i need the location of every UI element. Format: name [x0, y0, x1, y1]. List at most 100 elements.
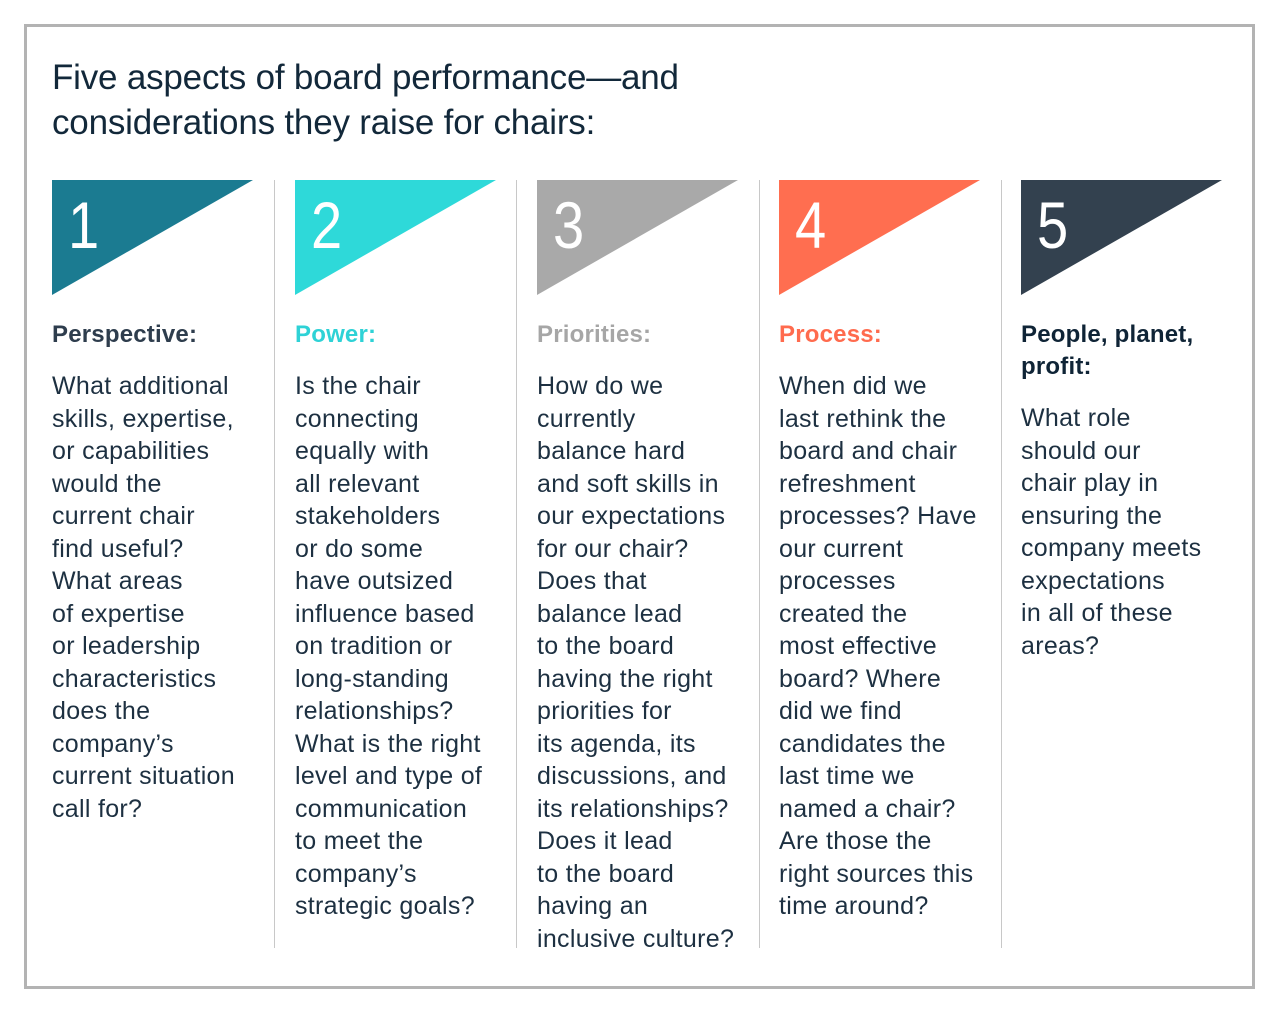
text-line: does the — [52, 697, 151, 725]
text-line: current chair — [52, 502, 195, 530]
aspect-column-process: 4 Process: When did we last rethink the … — [779, 180, 989, 923]
text-line: or leadership — [52, 632, 201, 660]
text-line: would the — [52, 469, 162, 498]
triangle-shape-icon — [1021, 180, 1222, 295]
text-line: to the board — [537, 632, 675, 660]
text-line: our current — [779, 534, 904, 563]
triangle-shape-icon — [779, 180, 980, 295]
text-line: connecting — [295, 404, 419, 433]
text-line: did we find — [779, 697, 902, 725]
aspect-heading: Priorities: — [537, 321, 652, 348]
text-line: Does that — [537, 567, 647, 595]
aspect-column-people-planet-profit: 5 People, planet, profit: What role shou… — [1021, 180, 1246, 662]
aspect-column-perspective: 1 Perspective: What additional skills, e… — [52, 180, 262, 825]
text-line: refreshment — [779, 469, 916, 498]
heading-line: profit: — [1021, 353, 1092, 380]
number-triangle-badge: 2 — [295, 180, 496, 295]
text-line: When did we — [779, 372, 927, 400]
text-line: board and chair — [779, 437, 958, 465]
text-line: candidates the — [779, 729, 946, 758]
text-line: and soft skills in — [537, 469, 719, 498]
triangle-shape-icon — [295, 180, 496, 295]
text-line: our expectations — [537, 502, 726, 530]
text-line: current situation — [52, 762, 235, 790]
text-line: areas? — [1021, 631, 1100, 660]
text-line: Is the chair — [295, 372, 421, 400]
text-line: all relevant — [295, 469, 420, 498]
text-line: Does it lead — [537, 827, 673, 855]
text-line: equally with — [295, 437, 430, 465]
aspect-questions: Is the chair connecting equally with all… — [295, 370, 505, 923]
text-line: its relationships? — [537, 794, 729, 823]
text-line: processes? Have — [779, 502, 977, 530]
page-title: Five aspects of board performance—and co… — [52, 55, 679, 145]
aspect-questions: How do we currently balance hard and sof… — [537, 370, 747, 955]
text-line: most effective — [779, 632, 937, 660]
number-triangle-badge: 4 — [779, 180, 980, 295]
text-line: expectations — [1021, 566, 1165, 595]
text-line: call for? — [52, 794, 143, 823]
text-line: balance lead — [537, 599, 683, 628]
text-line: currently — [537, 404, 636, 433]
text-line: on tradition or — [295, 632, 453, 660]
text-line: characteristics — [52, 664, 217, 693]
text-line: What areas — [52, 567, 183, 595]
text-line: or capabilities — [52, 437, 210, 465]
text-line: in all of these — [1021, 599, 1173, 627]
text-line: of expertise — [52, 599, 185, 628]
text-line: company meets — [1021, 534, 1202, 562]
text-line: What is the right — [295, 729, 481, 758]
heading-line: People, planet, — [1021, 321, 1194, 348]
text-line: to the board — [537, 859, 675, 888]
text-line: should our — [1021, 436, 1141, 465]
text-line: How do we — [537, 372, 664, 400]
text-line: to meet the — [295, 827, 424, 855]
column-divider — [1001, 180, 1002, 948]
text-line: having the right — [537, 664, 713, 693]
text-line: priorities for — [537, 697, 672, 725]
column-divider — [516, 180, 517, 948]
aspect-column-power: 2 Power: Is the chair connecting equally… — [295, 180, 505, 923]
aspect-number: 4 — [795, 188, 827, 262]
text-line: board? Where — [779, 664, 942, 693]
aspect-heading: Perspective: — [52, 321, 198, 348]
text-line: What additional — [52, 372, 229, 400]
text-line: company’s — [52, 729, 174, 758]
triangle-shape-icon — [52, 180, 253, 295]
number-triangle-badge: 1 — [52, 180, 253, 295]
column-divider — [759, 180, 760, 948]
title-line-1: Five aspects of board performance—and — [52, 58, 679, 97]
text-line: its agenda, its — [537, 729, 696, 758]
text-line: stakeholders — [295, 502, 441, 530]
aspect-number: 5 — [1037, 188, 1069, 262]
aspect-questions: What role should our chair play in ensur… — [1021, 402, 1246, 662]
text-line: strategic goals? — [295, 892, 475, 920]
triangle-shape-icon — [537, 180, 738, 295]
title-line-2: considerations they raise for chairs: — [52, 103, 596, 142]
aspect-heading: Process: — [779, 321, 882, 348]
text-line: inclusive culture? — [537, 924, 735, 953]
text-line: relationships? — [295, 697, 454, 725]
aspect-heading: People, planet, profit: — [1021, 319, 1246, 383]
text-line: have outsized — [295, 567, 454, 595]
aspect-number: 3 — [553, 188, 585, 262]
text-line: having an — [537, 892, 649, 920]
text-line: processes — [779, 567, 896, 595]
number-triangle-badge: 3 — [537, 180, 738, 295]
text-line: find useful? — [52, 534, 184, 563]
text-line: last time we — [779, 762, 915, 790]
number-triangle-badge: 5 — [1021, 180, 1222, 295]
text-line: communication — [295, 794, 468, 823]
text-line: company’s — [295, 859, 417, 888]
text-line: level and type of — [295, 762, 483, 790]
text-line: balance hard — [537, 437, 686, 465]
text-line: skills, expertise, — [52, 404, 234, 433]
text-line: created the — [779, 599, 908, 628]
text-line: right sources this — [779, 859, 974, 888]
text-line: Are those the — [779, 827, 932, 855]
text-line: named a chair? — [779, 794, 956, 823]
aspect-questions: When did we last rethink the board and c… — [779, 370, 989, 923]
text-line: or do some — [295, 534, 424, 563]
text-line: discussions, and — [537, 762, 727, 790]
aspect-questions: What additional skills, expertise, or ca… — [52, 370, 262, 825]
